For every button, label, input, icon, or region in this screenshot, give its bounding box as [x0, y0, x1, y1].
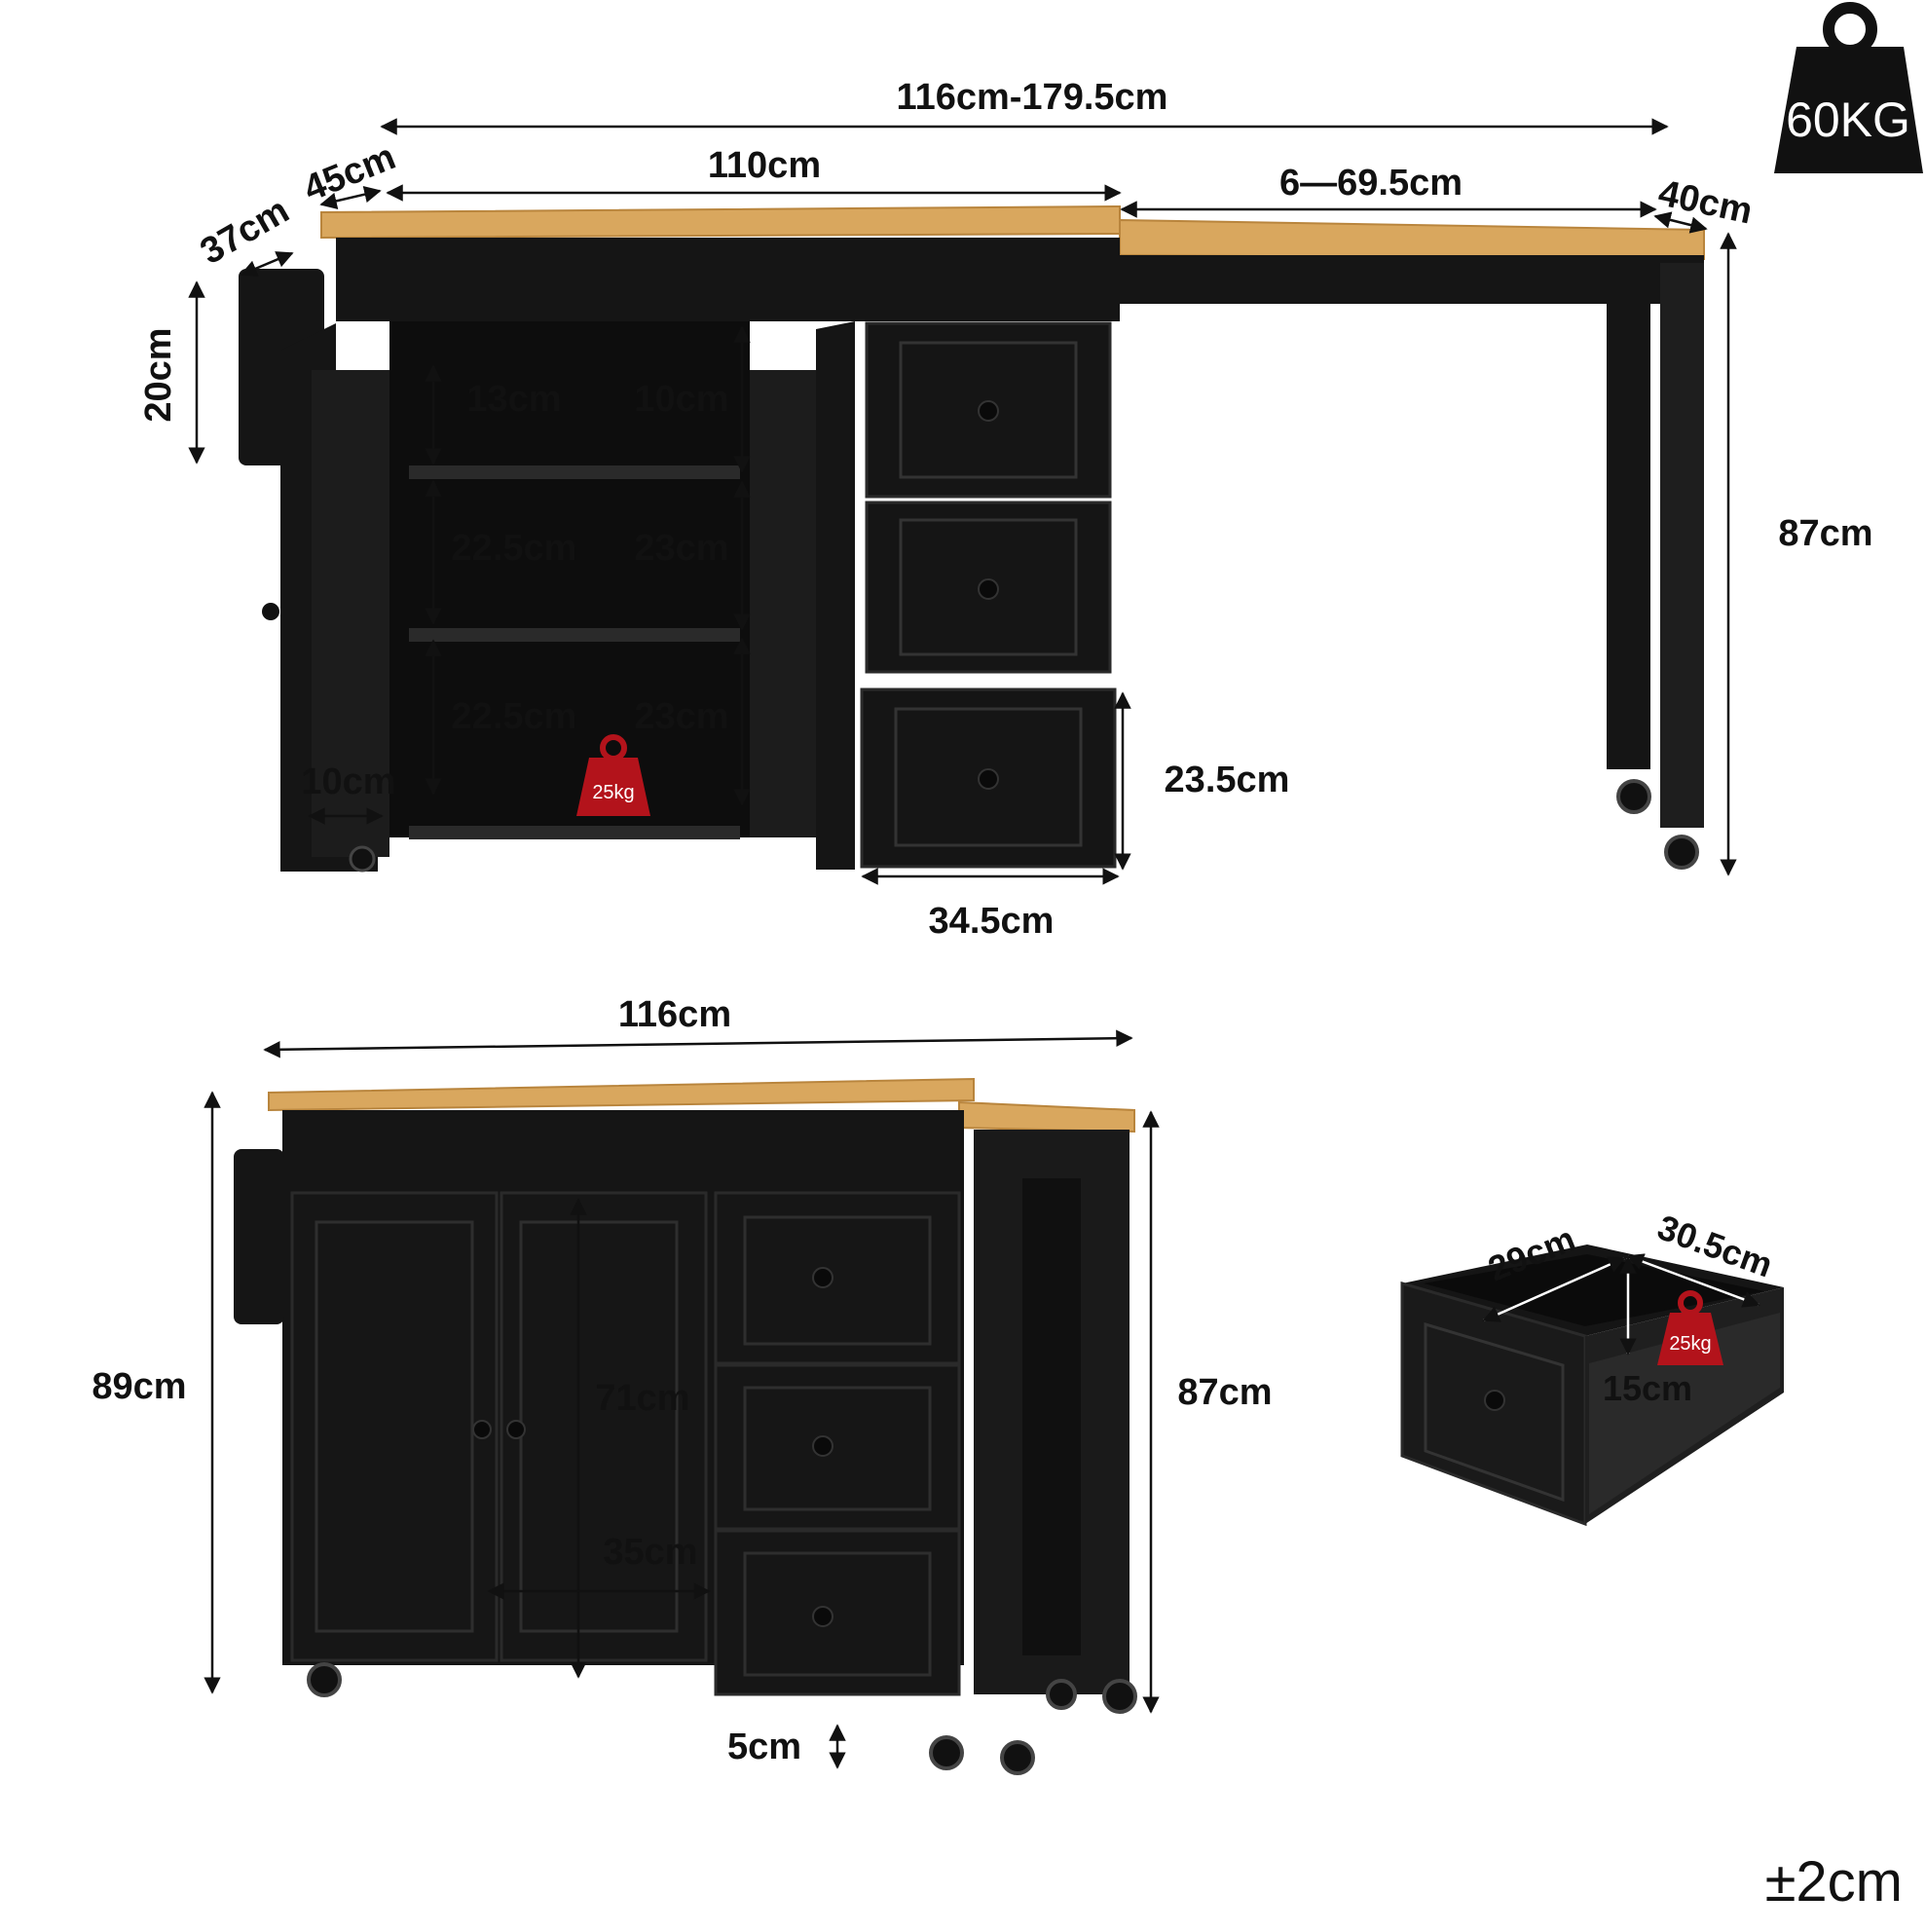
door-height-label: 71cm [595, 1378, 689, 1419]
tolerance-note: ±2cm [1764, 1850, 1903, 1913]
max-load-label: 60KG [1786, 93, 1910, 147]
shelf-right-1-label: 10cm [634, 379, 728, 420]
door-width-label: 35cm [603, 1532, 697, 1573]
drawer-height-detail-label: 15cm [1603, 1368, 1692, 1408]
door-rack-label: 10cm [301, 762, 395, 802]
top-dimension-lines [188, 118, 1737, 885]
shelf-left-3-label: 22.5cm [452, 696, 577, 737]
shelf-left-2-label: 22.5cm [452, 528, 577, 569]
floor-clearance-label: 5cm [727, 1727, 801, 1767]
total-width-label: 116cm-179.5cm [897, 77, 1168, 118]
drawer-weight-label: 25kg [1669, 1333, 1711, 1355]
drawer-width-label: 34.5cm [929, 901, 1055, 942]
max-load-badge: 60KG [1774, 2, 1923, 173]
rack-height-label: 20cm [138, 327, 179, 422]
extended-cabinet-illustration [239, 204, 1705, 873]
table-height-label: 87cm [1778, 513, 1872, 554]
front-total-height-label: 89cm [92, 1366, 186, 1407]
front-dimension-labels: 116cm 89cm 87cm 71cm 35cm 5cm [92, 994, 1272, 1767]
front-side-height-label: 87cm [1177, 1372, 1272, 1413]
drawer-dimension-lines [1482, 1253, 1760, 1356]
drawer-height-label: 23.5cm [1165, 760, 1290, 800]
top-dimension-labels: 116cm-179.5cm 110cm 6—69.5cm 40cm 45cm 3… [138, 77, 1873, 942]
front-dimension-lines [204, 1029, 1160, 1769]
drawer-weight-badge: 25kg [1657, 1290, 1723, 1365]
extension-length-label: 6—69.5cm [1279, 163, 1463, 204]
body-width-label: 110cm [708, 145, 821, 186]
shelf-right-3-label: 23cm [634, 696, 728, 737]
shelf-weight-badge: 25kg [576, 734, 650, 816]
shelf-right-2-label: 23cm [634, 528, 728, 569]
shelf-left-1-label: 13cm [466, 379, 561, 420]
front-cabinet-illustration [234, 1077, 1137, 1775]
depth-37-label: 37cm [194, 190, 296, 273]
extension-depth-label: 40cm [1654, 172, 1756, 232]
drawer-detail-illustration [1400, 1245, 1784, 1527]
front-width-label: 116cm [618, 994, 731, 1035]
shelf-weight-label: 25kg [592, 782, 634, 803]
